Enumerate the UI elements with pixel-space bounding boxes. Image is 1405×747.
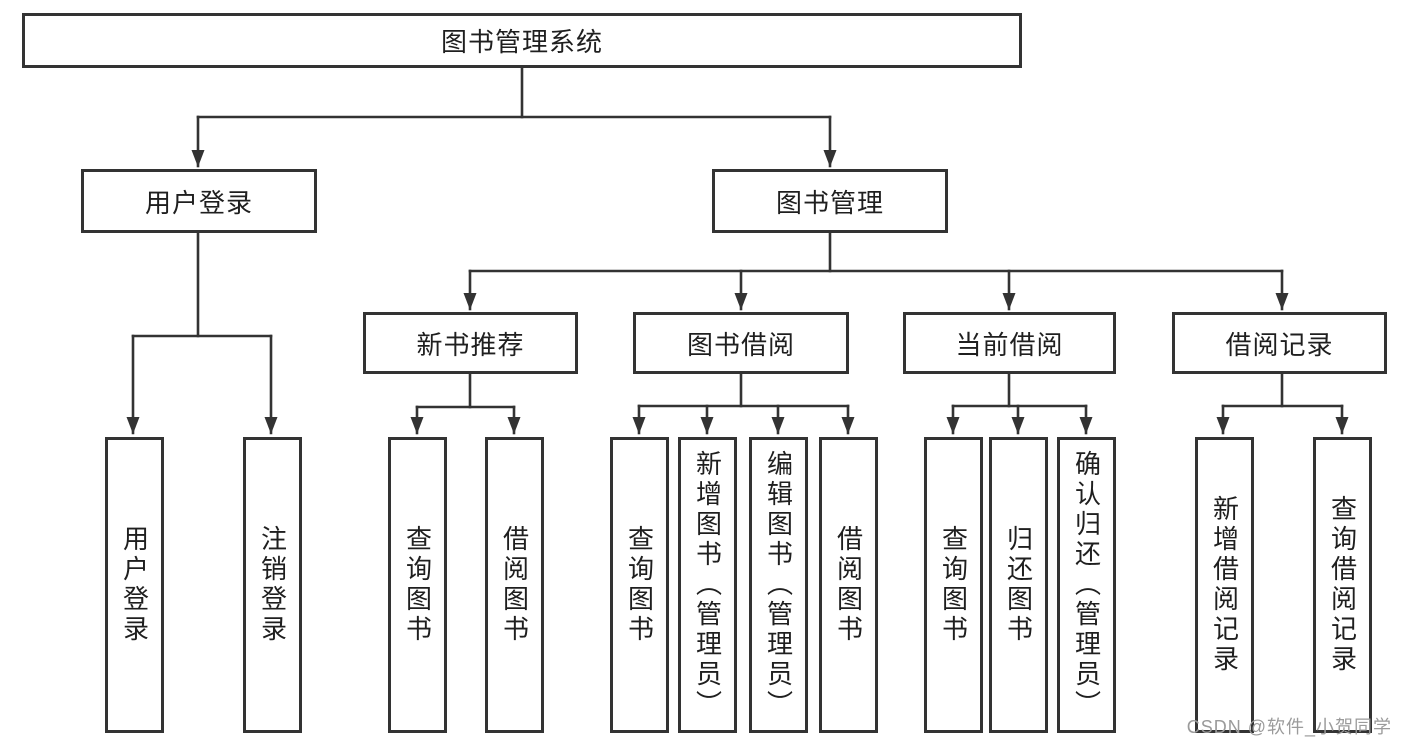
- node-root: 图书管理系统: [22, 13, 1022, 68]
- leaf-borrow-books-label: 借阅图书: [833, 525, 864, 645]
- leaf-add-borrow-record-label: 新增借阅记录: [1209, 495, 1240, 675]
- leaf-query-books-borrow-label: 查询图书: [624, 525, 655, 645]
- leaf-user-login: 用户登录: [105, 437, 164, 733]
- leaf-confirm-return-admin-label: 确认归还（管理员）: [1071, 450, 1102, 720]
- node-book-borrow-label: 图书借阅: [686, 329, 795, 360]
- node-current-borrow-label: 当前借阅: [955, 329, 1064, 360]
- node-current-borrow: 当前借阅: [903, 312, 1116, 374]
- leaf-query-borrow-record: 查询借阅记录: [1313, 437, 1372, 733]
- leaf-add-borrow-record: 新增借阅记录: [1195, 437, 1254, 733]
- node-new-book-recommend-label: 新书推荐: [416, 329, 525, 360]
- node-user-login: 用户登录: [81, 169, 317, 233]
- leaf-confirm-return-admin: 确认归还（管理员）: [1057, 437, 1116, 733]
- node-book-borrow: 图书借阅: [633, 312, 849, 374]
- leaf-return-book: 归还图书: [989, 437, 1048, 733]
- leaf-query-books-recommend-label: 查询图书: [402, 525, 433, 645]
- node-borrow-records: 借阅记录: [1172, 312, 1387, 374]
- leaf-return-book-label: 归还图书: [1003, 525, 1034, 645]
- leaf-query-borrow-record-label: 查询借阅记录: [1327, 495, 1358, 675]
- leaf-query-books-borrow: 查询图书: [610, 437, 669, 733]
- leaf-borrow-books-recommend-label: 借阅图书: [499, 525, 530, 645]
- leaf-edit-book-admin-label: 编辑图书（管理员）: [763, 450, 794, 720]
- leaf-query-books-current: 查询图书: [924, 437, 983, 733]
- node-user-login-label: 用户登录: [144, 187, 253, 218]
- node-book-management-label: 图书管理: [775, 187, 884, 218]
- node-root-label: 图书管理系统: [440, 27, 603, 57]
- leaf-add-book-admin-label: 新增图书（管理员）: [692, 450, 723, 720]
- leaf-query-books-current-label: 查询图书: [938, 525, 969, 645]
- leaf-add-book-admin: 新增图书（管理员）: [678, 437, 737, 733]
- leaf-logout-label: 注销登录: [257, 525, 288, 645]
- node-borrow-records-label: 借阅记录: [1225, 329, 1334, 360]
- leaf-edit-book-admin: 编辑图书（管理员）: [749, 437, 808, 733]
- node-book-management: 图书管理: [712, 169, 948, 233]
- leaf-query-books-recommend: 查询图书: [388, 437, 447, 733]
- leaf-borrow-books: 借阅图书: [819, 437, 878, 733]
- node-new-book-recommend: 新书推荐: [363, 312, 578, 374]
- leaf-borrow-books-recommend: 借阅图书: [485, 437, 544, 733]
- leaf-logout: 注销登录: [243, 437, 302, 733]
- watermark: CSDN @软件_小贺同学: [1186, 717, 1392, 737]
- leaf-user-login-label: 用户登录: [119, 525, 150, 645]
